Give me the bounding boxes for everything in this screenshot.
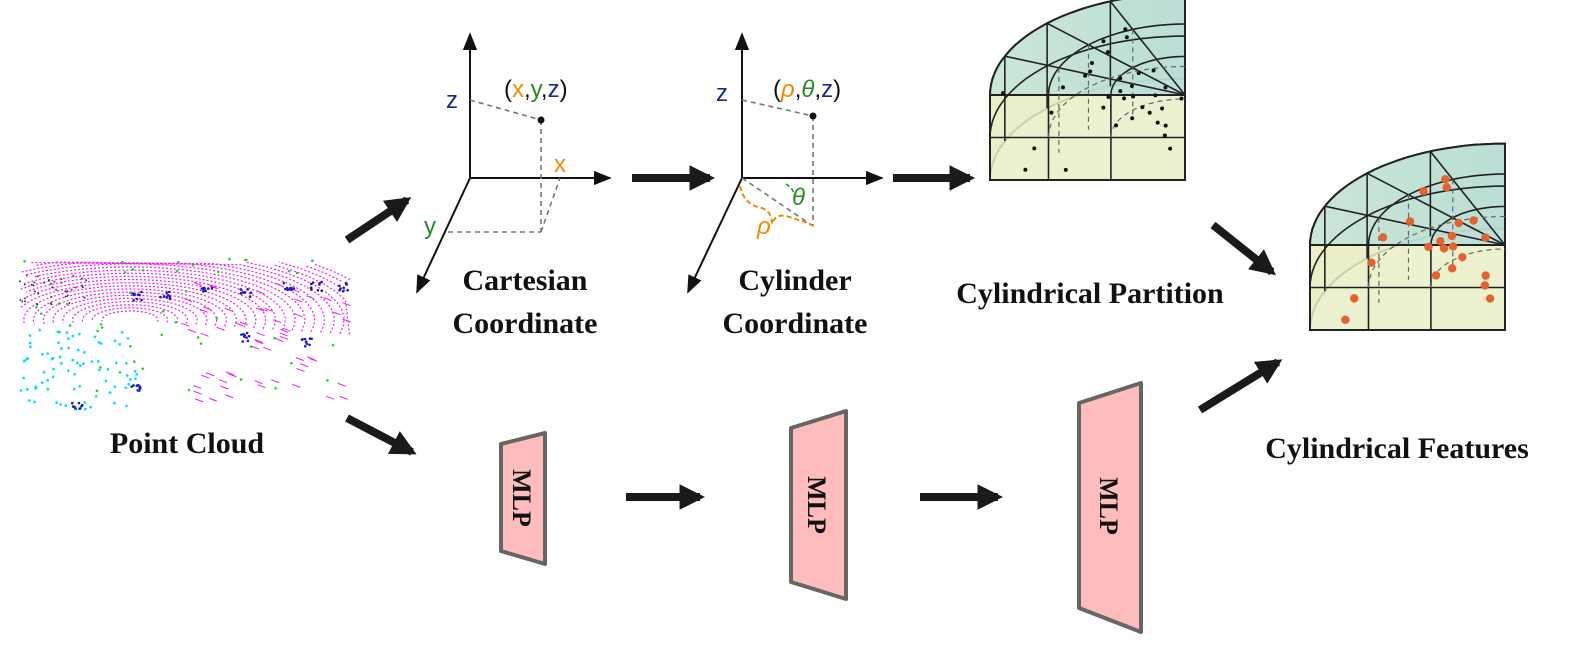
cartesian-y-label: y <box>424 213 436 240</box>
cylinder-label-line2: Coordinate <box>723 307 868 340</box>
cylindrical-partition-label: Cylindrical Partition <box>956 277 1224 310</box>
cylinder-theta-label: θ <box>792 184 805 211</box>
cylinder-point-label: (ρ,θ,z) <box>773 76 841 103</box>
flow-arrows <box>344 165 1283 510</box>
cylinder-axes <box>687 32 884 294</box>
mlp-block-1: MLP <box>499 431 547 566</box>
cylindrical-features-label: Cylindrical Features <box>1265 432 1529 465</box>
cylindrical-partition-graphic <box>988 0 1186 181</box>
arrow-cloud-to-cartesian <box>344 196 412 244</box>
point-cloud-label: Point Cloud <box>110 427 265 460</box>
arrow-partition-to-features <box>1210 221 1277 276</box>
mlp-block-2: MLP <box>789 409 848 601</box>
cylindrical-features-graphic <box>1308 142 1506 331</box>
arrow-cloud-to-mlp <box>345 414 417 456</box>
cylinder-rho-label: ρ <box>756 213 771 240</box>
mlp-label-1: MLP <box>507 469 536 527</box>
point-cloud-image <box>18 257 351 411</box>
cylinder-z-label: z <box>716 80 728 107</box>
mlp-label-3: MLP <box>1094 477 1123 535</box>
arrow-mlp-to-features <box>1197 358 1283 414</box>
cartesian-label-line2: Coordinate <box>453 307 598 340</box>
cartesian-z-label: z <box>446 87 458 114</box>
cartesian-axes <box>416 32 612 294</box>
cartesian-point-label: (x,y,z) <box>504 76 568 103</box>
cylinder-label-line1: Cylinder <box>738 264 851 297</box>
cartesian-x-label: x <box>554 151 566 178</box>
mlp-block-3: MLP <box>1077 381 1143 634</box>
mlp-label-2: MLP <box>802 476 831 534</box>
cartesian-label-line1: Cartesian <box>463 264 588 297</box>
